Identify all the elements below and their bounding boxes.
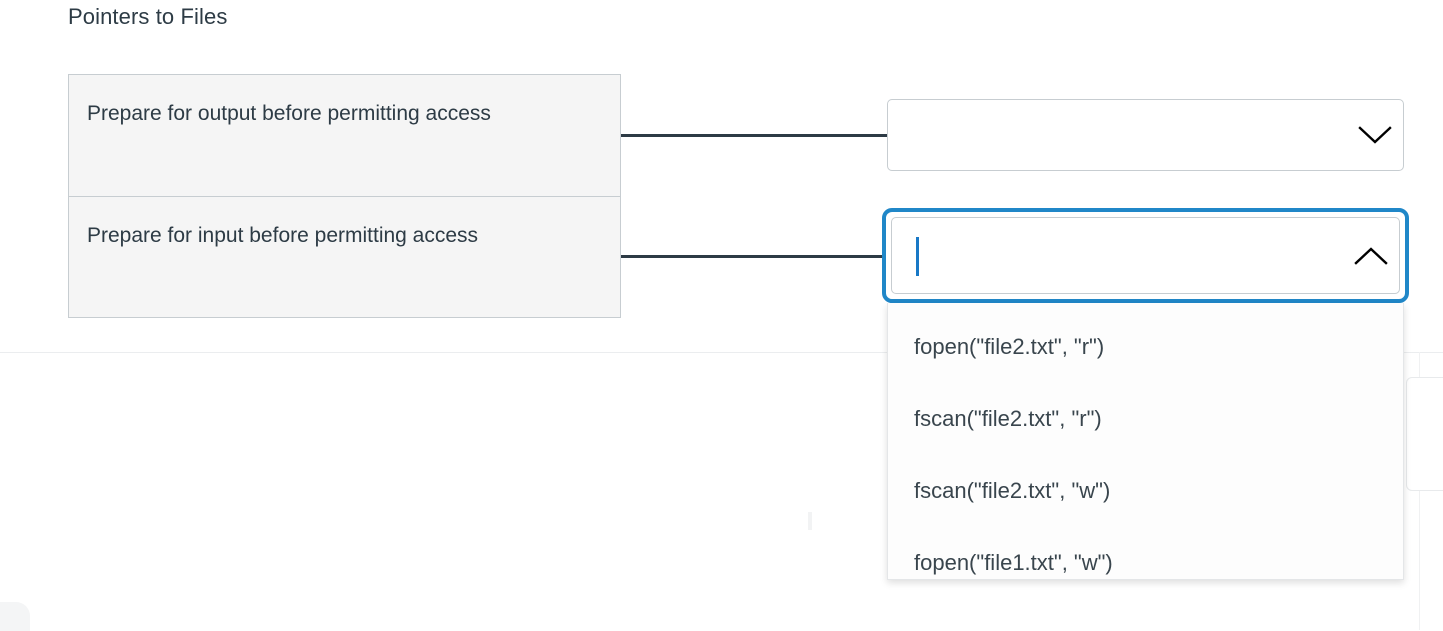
background-edge-line <box>1419 352 1420 630</box>
option-item[interactable]: fopen("file1.txt", "w") <box>914 550 1113 575</box>
chevron-up-icon[interactable] <box>1343 246 1399 266</box>
background-corner-shape <box>0 602 30 631</box>
option-item[interactable]: fscan("file2.txt", "r") <box>914 406 1102 431</box>
prompt-label: Prepare for input before permitting acce… <box>87 224 479 247</box>
answer-select-output[interactable] <box>887 99 1404 171</box>
answer-options-panel: fopen("file2.txt", "r") fscan("file2.txt… <box>887 303 1404 580</box>
prompt-label: Prepare for output before permitting acc… <box>87 102 491 125</box>
content-divider <box>0 352 1443 353</box>
prompt-row-input: Prepare for input before permitting acce… <box>69 196 620 317</box>
page-title: Pointers to Files <box>68 4 228 29</box>
option-item[interactable]: fopen("file2.txt", "r") <box>914 334 1105 359</box>
prompt-list: Prepare for output before permitting acc… <box>68 74 621 318</box>
text-caret <box>916 236 919 276</box>
connector-line-input <box>621 255 888 258</box>
chevron-down-icon[interactable] <box>1347 125 1403 145</box>
answer-select-input[interactable] <box>891 217 1400 294</box>
background-field-outline <box>1406 377 1443 491</box>
answer-select-input-value <box>892 236 1343 276</box>
prompt-row-output: Prepare for output before permitting acc… <box>69 75 620 196</box>
connector-line-output <box>621 134 888 137</box>
answer-select-input-focus-ring <box>882 208 1409 303</box>
option-item[interactable]: fscan("file2.txt", "w") <box>914 478 1111 503</box>
background-faint-mark <box>808 512 812 530</box>
